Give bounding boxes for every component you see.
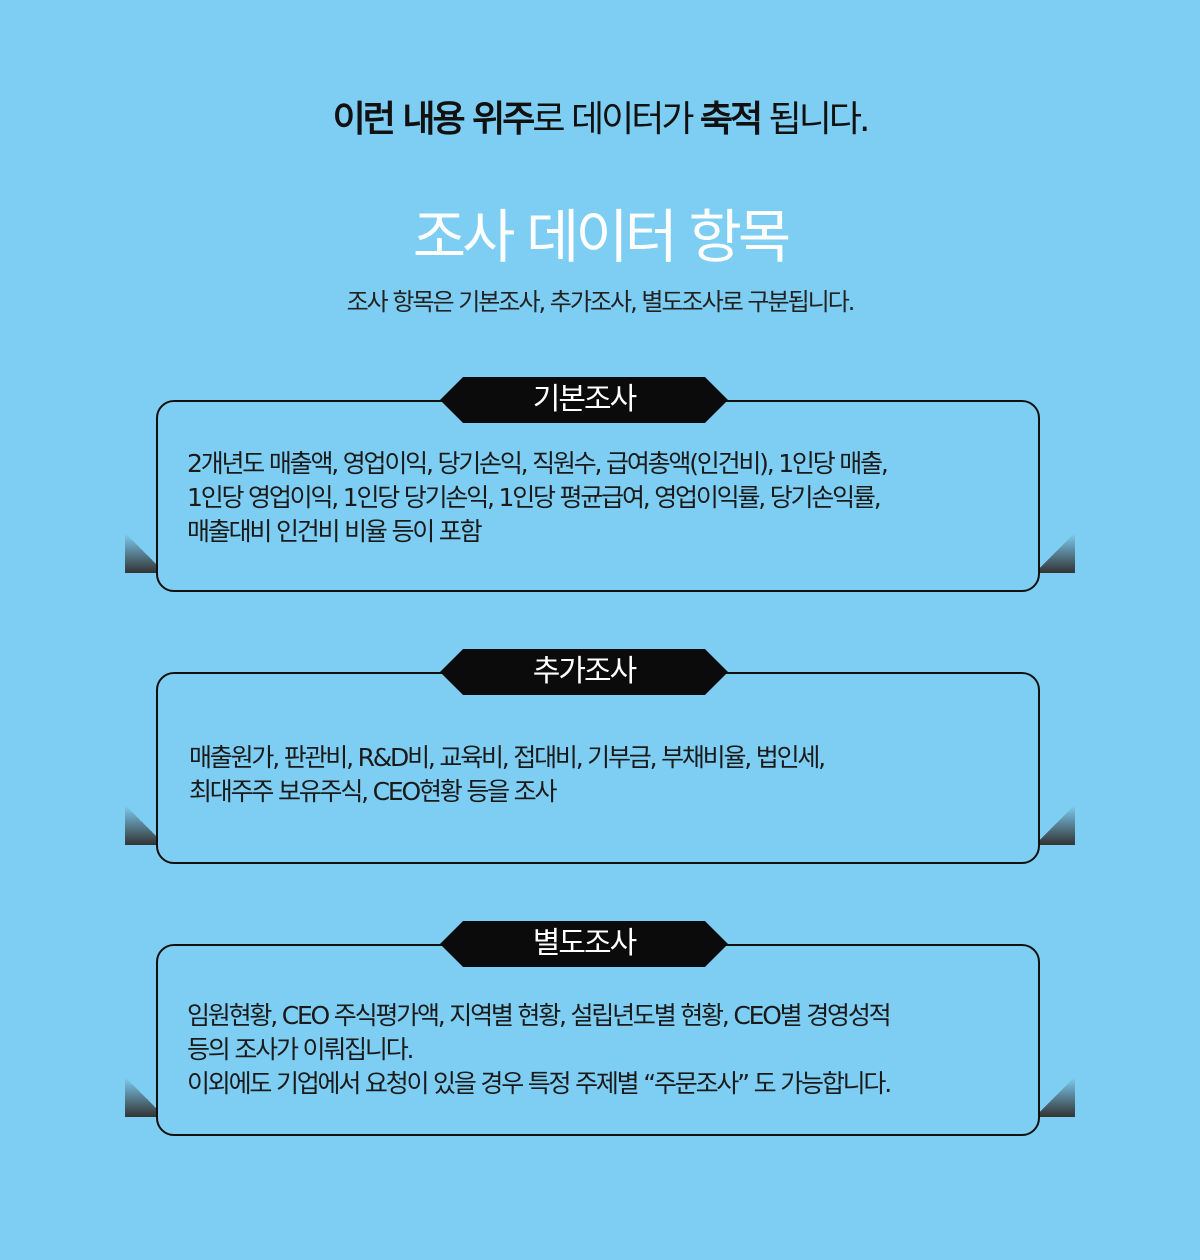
page-title: 조사 데이터 항목 <box>412 203 791 271</box>
section-additional-survey: 추가조사 매출원가, 판관비, R&D비, 교육비, 접대비, 기부금, 부채비… <box>125 649 1075 864</box>
body-line: 이외에도 기업에서 요청이 있을 경우 특정 주제별 “주문조사” 도 가능합니… <box>187 1069 892 1098</box>
body-line: 매출대비 인건비 비율 등이 포함 <box>187 517 483 546</box>
headline-bold-2: 축적 <box>699 99 763 140</box>
body-line: 등의 조사가 이뤄집니다. <box>187 1035 414 1064</box>
headline-text-1: 로 데이터가 <box>532 99 700 140</box>
body-line: 임원현황, CEO 주식평가액, 지역별 현황, 설립년도별 현황, CEO별 … <box>187 1001 892 1030</box>
section-box <box>156 944 1040 1136</box>
body-line: 최대주주 보유주식, CEO현황 등을 조사 <box>189 777 557 806</box>
headline-text-2: 됩니다. <box>760 99 871 140</box>
headline: 이런 내용 위주로 데이터가 축적 됩니다. <box>0 90 1200 142</box>
corner-shadow <box>1035 1077 1075 1117</box>
section-label: 기본조사 <box>440 377 728 423</box>
section-label: 별도조사 <box>440 921 728 967</box>
section-label: 추가조사 <box>440 649 728 695</box>
section-basic-survey: 기본조사 2개년도 매출액, 영업이익, 당기손익, 직원수, 급여총액(인건비… <box>125 377 1075 592</box>
section-body: 2개년도 매출액, 영업이익, 당기손익, 직원수, 급여총액(인건비), 1인… <box>187 447 889 549</box>
headline-bold-1: 이런 내용 위주 <box>332 99 536 140</box>
corner-shadow <box>1035 533 1075 573</box>
body-line: 2개년도 매출액, 영업이익, 당기손익, 직원수, 급여총액(인건비), 1인… <box>187 449 889 478</box>
section-separate-survey: 별도조사 임원현황, CEO 주식평가액, 지역별 현황, 설립년도별 현황, … <box>125 921 1075 1136</box>
corner-shadow <box>1035 805 1075 845</box>
section-box <box>156 400 1040 592</box>
page-subtitle: 조사 항목은 기본조사, 추가조사, 별도조사로 구분됩니다. <box>346 288 856 316</box>
section-body: 임원현황, CEO 주식평가액, 지역별 현황, 설립년도별 현황, CEO별 … <box>187 999 892 1101</box>
body-line: 매출원가, 판관비, R&D비, 교육비, 접대비, 기부금, 부채비율, 법인… <box>189 743 826 772</box>
section-body: 매출원가, 판관비, R&D비, 교육비, 접대비, 기부금, 부채비율, 법인… <box>189 741 826 809</box>
body-line: 1인당 영업이익, 1인당 당기손익, 1인당 평균급여, 영업이익률, 당기손… <box>187 483 882 512</box>
